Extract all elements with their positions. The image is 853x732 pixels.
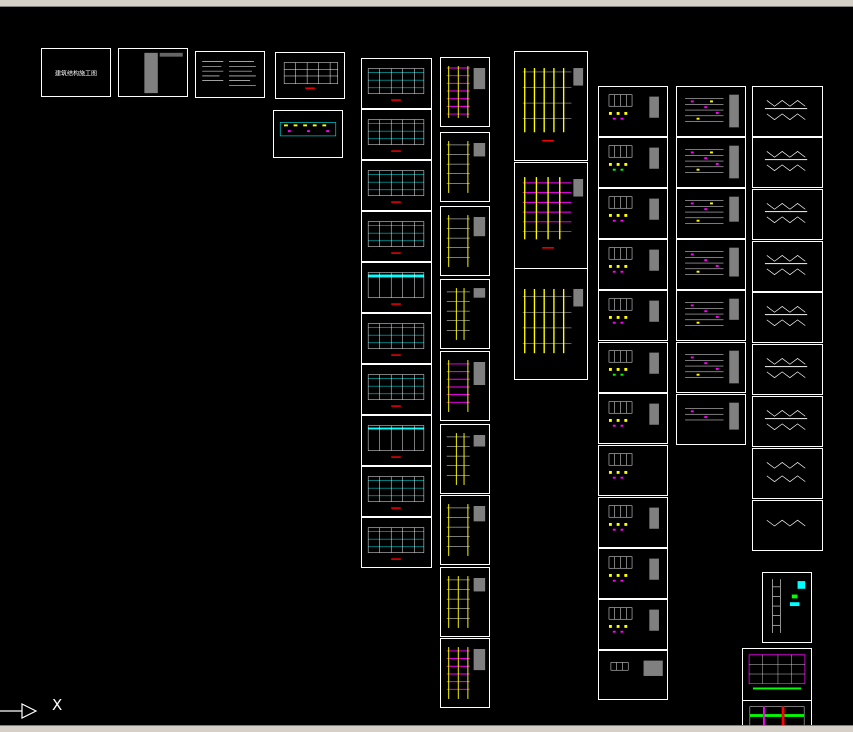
sheet-frame-elevation[interactable]: [440, 279, 490, 349]
sheet-stair-detail[interactable]: [752, 396, 823, 447]
sheet-frame-elevation[interactable]: [440, 351, 490, 421]
sheet-site-plan[interactable]: [742, 648, 812, 701]
sheet-floor-plan[interactable]: [361, 262, 432, 313]
sheet-floor-plan[interactable]: [361, 160, 432, 211]
sheet-cover[interactable]: 建筑结构施工图: [41, 48, 111, 97]
sheet-stair-detail[interactable]: [752, 137, 823, 188]
sheet-stair-detail[interactable]: [752, 189, 823, 240]
sheet-floor-plan[interactable]: [361, 58, 432, 109]
sheet-floor-plan[interactable]: [361, 211, 432, 262]
cover-title: 建筑结构施工图: [54, 70, 97, 77]
ucs-x-label: X: [52, 696, 63, 714]
plan-small-content: [279, 122, 337, 137]
elevation-a-content: [283, 62, 339, 89]
sheet-floor-plan[interactable]: [361, 466, 432, 517]
sheet-section[interactable]: [676, 342, 746, 393]
sheet-stair-detail[interactable]: [752, 448, 823, 499]
sheet-section[interactable]: [676, 290, 746, 341]
sheet-floor-plan[interactable]: [361, 415, 432, 466]
sheet-frame-elevation[interactable]: [440, 57, 490, 127]
sheet-detail[interactable]: [598, 290, 668, 341]
sheet-detail[interactable]: [598, 497, 668, 548]
sheet-stair-detail[interactable]: [752, 344, 823, 395]
drawing-canvas[interactable]: 建筑结构施工图: [0, 6, 853, 731]
window-top-toolbar: [0, 0, 853, 7]
sheet-frame-elevation[interactable]: [440, 567, 490, 637]
sheet-index[interactable]: [118, 48, 188, 97]
sheet-frame-elevation[interactable]: [440, 424, 490, 494]
sheet-section[interactable]: [676, 137, 746, 188]
sheet-detail[interactable]: [598, 393, 668, 444]
sheet-section[interactable]: [676, 86, 746, 137]
sheet-wall-section[interactable]: [762, 572, 812, 643]
sheet-section[interactable]: [676, 188, 746, 239]
sheet-notes[interactable]: [195, 51, 265, 98]
sheet-detail[interactable]: [598, 239, 668, 290]
index-content: [144, 52, 183, 94]
sheet-frame-elevation[interactable]: [440, 206, 490, 276]
sheet-stair-detail[interactable]: [752, 500, 823, 551]
sheet-detail[interactable]: [598, 188, 668, 239]
notes-content: [202, 61, 256, 86]
sheet-frame-elevation[interactable]: [440, 638, 490, 708]
sheet-elevation-a[interactable]: [275, 52, 345, 99]
sheet-large-elevation[interactable]: [514, 268, 588, 380]
sheet-detail[interactable]: [598, 599, 668, 650]
sheet-detail[interactable]: [598, 137, 668, 188]
sheet-stair-detail[interactable]: [752, 292, 823, 343]
sheet-section[interactable]: [676, 394, 746, 445]
sheet-floor-plan[interactable]: [361, 364, 432, 415]
sheet-stair-detail[interactable]: [752, 86, 823, 137]
sheet-floor-plan[interactable]: [361, 517, 432, 568]
sheet-detail[interactable]: [598, 650, 668, 700]
sheet-frame-elevation[interactable]: [440, 132, 490, 202]
ucs-axis-icon: [0, 703, 38, 719]
sheet-detail[interactable]: [598, 342, 668, 393]
sheet-large-elevation[interactable]: [514, 162, 588, 269]
sheet-detail[interactable]: [598, 445, 668, 496]
sheet-stair-detail[interactable]: [752, 241, 823, 292]
sheet-floor-plan[interactable]: [361, 109, 432, 160]
window-bottom-bar: [0, 725, 853, 732]
sheet-frame-elevation[interactable]: [440, 495, 490, 565]
sheet-plan-small[interactable]: [273, 110, 343, 158]
sheet-floor-plan[interactable]: [361, 313, 432, 364]
sheet-large-elevation[interactable]: [514, 51, 588, 161]
sheet-section[interactable]: [676, 239, 746, 290]
sheet-detail[interactable]: [598, 548, 668, 599]
sheet-detail[interactable]: [598, 86, 668, 137]
